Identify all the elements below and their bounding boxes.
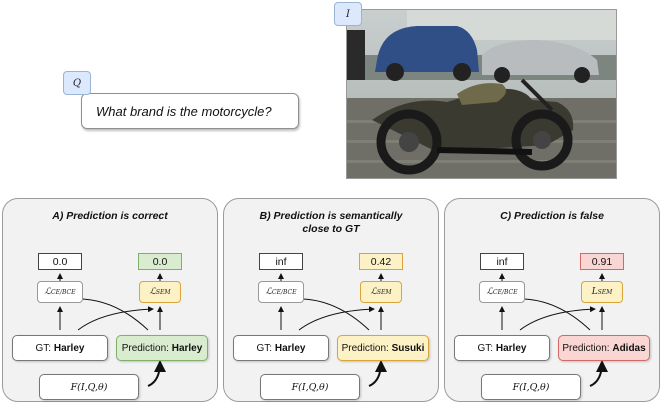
ce-loss-value: 0.0 [38,253,82,270]
question-tag: Q [63,71,91,95]
panel-title: C) Prediction is false [500,210,604,222]
prediction-box: Prediction: Susuki [337,335,429,361]
ce-loss-value: inf [480,253,524,270]
flow-arrows [278,273,387,387]
prediction-box: Prediction: Adidas [558,335,650,361]
model-function-box: F(I,Q,θ) [260,374,360,400]
prediction-box: Prediction: Harley [116,335,208,361]
flow-arrows [499,273,608,387]
ground-truth-box: GT: Harley [233,335,329,361]
sem-loss-value: 0.42 [359,253,403,270]
model-function-box: F(I,Q,θ) [39,374,139,400]
question-box: What brand is the motorcycle? [81,93,299,129]
question-text: What brand is the motorcycle? [96,103,272,119]
flow-arrows [57,273,166,387]
panel-title: A) Prediction is correct [52,210,168,222]
sem-loss-value: 0.91 [580,253,624,270]
ground-truth-box: GT: Harley [12,335,108,361]
ce-loss-value: inf [259,253,303,270]
image-tag: I [334,2,362,26]
sem-loss-value: 0.0 [138,253,182,270]
panel-title: B) Prediction is semantically close to G… [259,210,403,235]
model-function-box: F(I,Q,θ) [481,374,581,400]
ground-truth-box: GT: Harley [454,335,550,361]
panel-b: B) Prediction is semantically close to G… [223,198,439,402]
motorcycle-photo [346,9,617,179]
